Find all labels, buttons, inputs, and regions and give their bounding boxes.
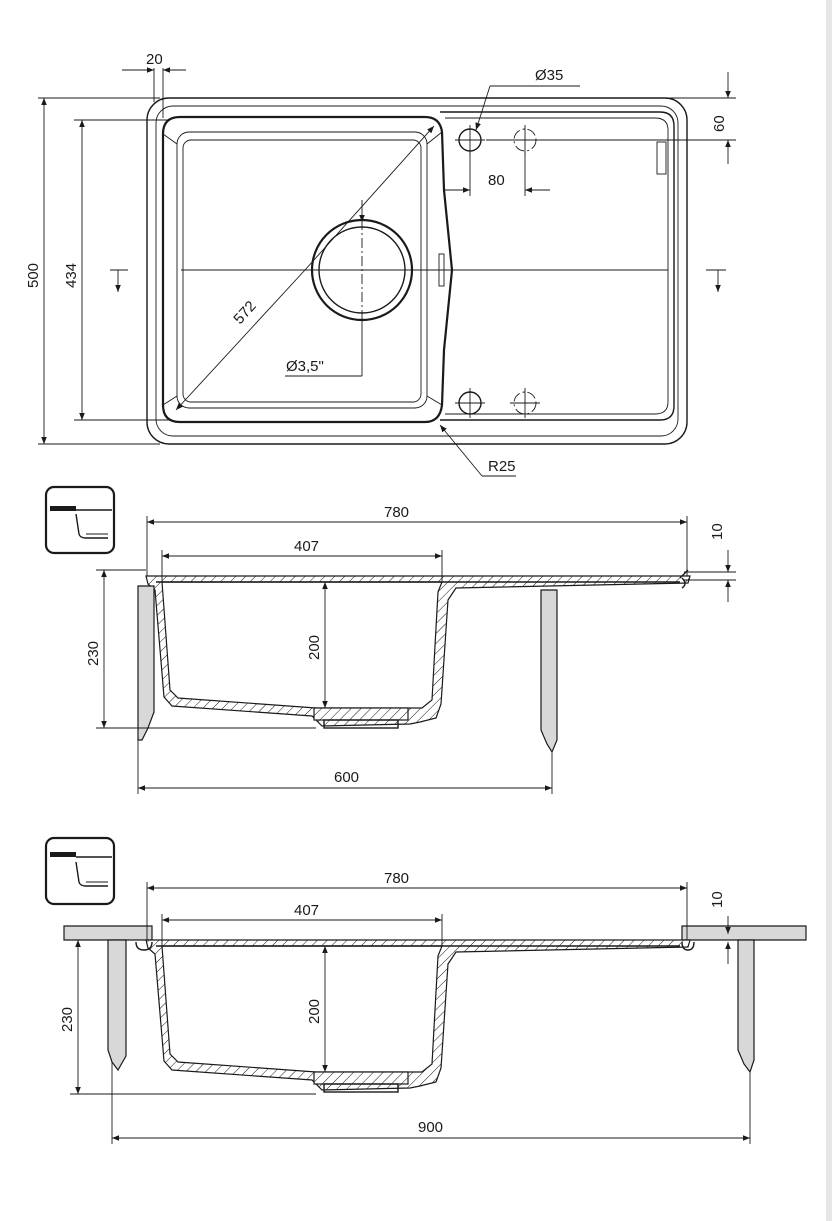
dim-radius-label: R25	[488, 458, 516, 475]
tap-hole-option-icon	[510, 388, 540, 418]
mounting-type-icon	[44, 836, 116, 906]
sink-outline	[146, 97, 688, 445]
dim-width-label: 500	[25, 263, 42, 288]
dim-diagonal-label: 572	[230, 298, 259, 328]
countertop	[63, 925, 153, 941]
drain-outlet	[323, 719, 399, 729]
section-marker-icon	[706, 269, 726, 292]
cabinet-wall	[137, 585, 155, 741]
drain-outlet	[323, 1083, 399, 1093]
section-view-inset: 780 407 10 230 200 900	[44, 836, 807, 1144]
dim-depth-label: 200	[306, 999, 323, 1024]
tap-hole-icon	[455, 388, 485, 418]
drainboard-slot	[656, 141, 667, 175]
dim-cabinet-label: 900	[418, 1119, 443, 1136]
dim-overall-label: 780	[384, 504, 409, 521]
sink-inner-rim	[155, 105, 679, 437]
mounting-type-icon	[44, 485, 116, 555]
bowl-cavity	[161, 945, 443, 1073]
section-marker-icon	[110, 269, 128, 292]
bowl-cavity	[161, 581, 443, 709]
cabinet-wall	[540, 589, 558, 754]
dim-rim-label: 20	[146, 51, 163, 68]
section-view-flush: 780 407 10 230 200 600	[44, 485, 736, 794]
countertop	[681, 925, 807, 941]
cabinet-wall	[107, 939, 127, 1072]
top-view: 20 Ø35 60 80 500 434 572	[25, 51, 736, 477]
drainboard-edge	[445, 117, 669, 415]
dim-bowl-label: 407	[294, 902, 319, 919]
drain-fitting	[313, 1071, 409, 1085]
dim-bowl-width-label: 434	[63, 263, 80, 288]
dim-offset-label: 60	[711, 115, 728, 132]
dim-lip-label: 10	[709, 891, 726, 908]
dim-drain-label: Ø3,5"	[286, 358, 324, 375]
bowl-floor	[182, 139, 422, 403]
dim-spacing-label: 80	[488, 172, 505, 189]
dim-overall-label: 780	[384, 870, 409, 887]
cabinet-wall	[737, 939, 755, 1074]
dim-lip-label: 10	[709, 523, 726, 540]
drain-icon	[310, 218, 414, 322]
tap-hole-icon	[455, 125, 485, 155]
dim-height-label: 230	[59, 1007, 76, 1032]
dim-hole-label: Ø35	[535, 67, 563, 84]
dim-cabinet-label: 600	[334, 769, 359, 786]
page-edge	[826, 0, 832, 1221]
bowl-outline	[161, 115, 454, 424]
dim-height-label: 230	[85, 641, 102, 666]
overflow-slot	[438, 253, 445, 287]
drain-fitting	[313, 707, 409, 721]
drainboard-outline	[440, 111, 675, 421]
dim-bowl-label: 407	[294, 538, 319, 555]
dim-depth-label: 200	[306, 635, 323, 660]
